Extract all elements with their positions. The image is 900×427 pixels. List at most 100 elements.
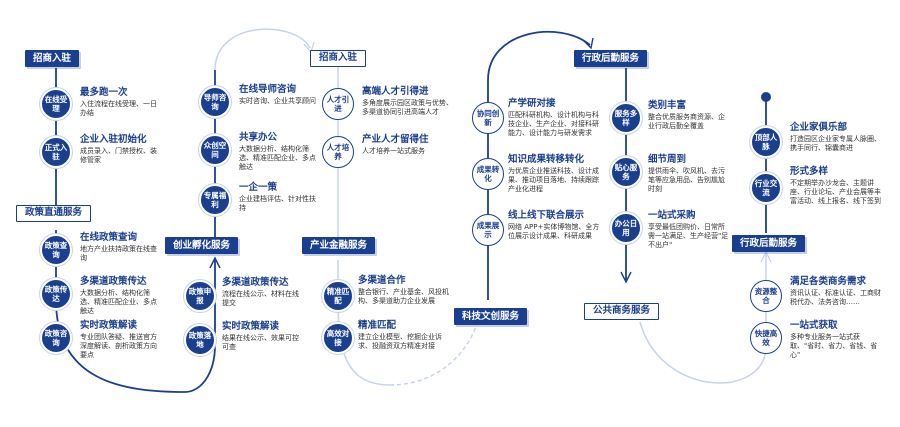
item-desc: 为优质企业推送科技、设计成果、推动项目落地、持续跟踪产业化进程 [508, 167, 599, 193]
item-init: 企业入驻初始化 成员录入、门禁授权、装修管家 [80, 134, 162, 165]
item-title: 形式多样 [790, 166, 829, 177]
node-exclusive-benefit: 专属福利 [199, 184, 231, 216]
item-title: 精准匹配 [358, 320, 397, 331]
item-desc: 企业建档评估、针对性扶持 [239, 195, 316, 212]
node-co-innovate: 协同创新 [472, 102, 504, 134]
item-title: 一站式获取 [790, 320, 838, 331]
item-desc: 多角度展示园区政策与优势、多渠道协同引进高端人才 [362, 99, 453, 116]
item-desc: 大数据分析、结构化筛选、精准匹配企业、多点触达 [239, 145, 316, 171]
item-talent-stay: 产业人才留得住 人才培养一站式服务 [362, 134, 454, 156]
item-once: 最多跑一次 入住流程在线受理、一日办结 [80, 87, 162, 118]
node-talent-train: 人才培养 [322, 136, 354, 168]
item-shared-office: 共享办公 大数据分析、结构化筛选、精准匹配企业、多点触达 [239, 132, 321, 172]
node-industry-exchange: 行业交流 [750, 172, 782, 204]
item-title: 多渠道政策传达 [222, 277, 289, 288]
node-precise-match: 精准匹配 [322, 280, 354, 312]
item-knowledge-transfer: 知识成果转移转化 为优质企业推送科技、设计成果、推动项目落地、持续跟踪产业化进程 [508, 154, 600, 194]
start-dot [761, 92, 771, 102]
item-title: 企业家俱乐部 [790, 122, 848, 133]
item-title: 实时政策解读 [222, 321, 280, 332]
node-online-accept: 在线受理 [40, 88, 72, 120]
item-detail: 细节周到 提供雨伞、吹风机、去污笔等应急用品、告别尴尬时刻 [648, 154, 730, 194]
item-one-policy: 一企一策 企业建档评估、针对性扶持 [239, 182, 321, 213]
item-desc: 网络 APP+实体博物馆、全方位展示设计成果、科研成果 [508, 223, 600, 240]
item-desc: 结果在线公示、效果可控可查 [222, 334, 299, 351]
item-title: 产业人才留得住 [362, 134, 429, 145]
item-desc: 资讯认证、标准认证、工商财税代办、法务咨询…… [790, 289, 881, 306]
item-policy-interpret: 实时政策解读 专业团队答疑、推送官方深度解读、剖析政策方向要点 [80, 320, 162, 360]
item-title: 最多跑一次 [80, 87, 128, 98]
stage-tag-xingzheng-2: 行政后勤服务 [732, 235, 806, 252]
stage-tag-zhengce: 政策直通服务 [16, 205, 92, 222]
item-multi-coop: 多渠道合作 整合银行、产业基金、风投机构、多渠道助力企业发展 [358, 275, 450, 306]
item-desc: 地方产业扶持政策在线查询 [80, 245, 157, 262]
item-title: 高端人才引得进 [362, 86, 429, 97]
stage-tag-xingzheng-1: 行政后勤服务 [574, 50, 648, 67]
item-iur: 产学研对接 匹配科研机构、设计机构与科技企业、生产企业、对接科研能力、设计能力与… [508, 98, 600, 138]
item-precise-match: 精准匹配 建立企业模型、挖掘企业诉求、投融资双方精准对接 [358, 320, 450, 351]
item-business-needs: 满足各类商务需求 资讯认证、标准认证、工商财税代办、法务咨询…… [790, 276, 882, 307]
item-apply: 多渠道政策传达 流程在线公示、材料在线提交 [222, 277, 304, 308]
node-result-show: 成果展示 [472, 214, 504, 246]
node-resource-integrate: 资源整合 [750, 280, 782, 312]
item-desc: 匹配科研机构、设计机构与科技企业、生产企业、对接科研能力、设计能力与研发需求 [508, 111, 599, 137]
node-efficient-dock: 高效对接 [322, 322, 354, 354]
stage-tag-gonggong: 公共商务服务 [584, 303, 660, 320]
node-diverse-service: 服务多样 [610, 102, 642, 134]
item-desc: 成员录入、门禁授权、装修管家 [80, 147, 157, 164]
item-desc: 提供雨伞、吹风机、去污笔等应急用品、告别尴尬时刻 [648, 167, 725, 193]
item-title: 在线政策查询 [80, 232, 138, 243]
item-desc: 入住流程在线受理、一日办结 [80, 100, 157, 117]
item-policy-convey: 多渠道政策传达 大数据分析、结构化筛选、精准匹配企业、多点触达 [80, 276, 162, 316]
node-talent-intro: 人才引进 [322, 88, 354, 120]
item-title: 多渠道政策传达 [80, 276, 147, 287]
stage-tag-chuangye: 创业孵化服务 [165, 237, 239, 254]
item-desc: 实时咨询、企业共享顾问 [239, 97, 316, 105]
node-result-transfer: 成果转化 [472, 158, 504, 190]
node-formal-settle: 正式入驻 [40, 136, 72, 168]
item-desc: 整合银行、产业基金、风投机构、多渠道助力企业发展 [358, 288, 449, 305]
item-title: 企业入驻初始化 [80, 134, 147, 145]
item-talent-intro: 高端人才引得进 多角度展示园区政策与优势、多渠道协同引进高端人才 [362, 86, 454, 117]
node-policy-apply: 政策申报 [184, 280, 216, 312]
node-caring-service: 贴心服务 [610, 156, 642, 188]
node-policy-query: 政策查询 [40, 234, 72, 266]
item-one-stop-get: 一站式获取 多种专业服务一站式获取、"省时、省力、省钱、省心" [790, 320, 882, 360]
stage-tag-keji: 科技文创服务 [454, 308, 528, 325]
node-policy-consult: 政策咨询 [40, 322, 72, 354]
node-mentor-consult: 导师咨询 [199, 86, 231, 118]
item-title: 在线导师咨询 [239, 84, 297, 95]
item-title: 一站式采购 [648, 210, 696, 221]
item-desc: 享受最低团购价、日常所需一站满足、生产经营"足不出户" [648, 223, 729, 249]
item-title: 多渠道合作 [358, 275, 406, 286]
item-title: 线上线下联合展示 [508, 210, 585, 221]
item-desc: 专业团队答疑、推送官方深度解读、剖析政策方向要点 [80, 333, 157, 359]
node-fast-efficient: 快捷高效 [750, 322, 782, 354]
item-one-stop-purchase: 一站式采购 享受最低团购价、日常所需一站满足、生产经营"足不出户" [648, 210, 730, 250]
item-desc: 打造园区企业家专属人脉圈、携手同行、锦囊商进 [790, 135, 881, 152]
stage-tag-zhaoshang-1: 招商入驻 [25, 50, 80, 67]
item-desc: 大数据分析、结构化筛选、精准匹配企业、多点触达 [80, 289, 157, 315]
item-policy-query: 在线政策查询 地方产业扶持政策在线查询 [80, 232, 162, 263]
item-desc: 整合优质服务商资源、企业行政后勤全覆盖 [648, 113, 725, 130]
node-top-network: 顶部人脉 [750, 126, 782, 158]
stage-tag-zhaoshang-2: 招商入驻 [310, 50, 367, 67]
item-desc: 建立企业模型、挖掘企业诉求、投融资双方精准对接 [358, 333, 442, 350]
item-joint-show: 线上线下联合展示 网络 APP+实体博物馆、全方位展示设计成果、科研成果 [508, 210, 600, 241]
item-desc: 多种专业服务一站式获取、"省时、省力、省钱、省心" [790, 333, 878, 359]
item-land: 实时政策解读 结果在线公示、效果可控可查 [222, 321, 304, 352]
item-title: 一企一策 [239, 182, 278, 193]
item-mentor: 在线导师咨询 实时咨询、企业共享顾问 [239, 84, 321, 106]
item-rich-category: 类别丰富 整合优质服务商资源、企业行政后勤全覆盖 [648, 100, 730, 131]
item-title: 细节周到 [648, 154, 687, 165]
item-desc: 人才培养一站式服务 [362, 147, 425, 155]
item-title: 实时政策解读 [80, 320, 138, 331]
node-policy-land: 政策落地 [184, 324, 216, 356]
node-office-daily: 办公日用 [610, 212, 642, 244]
node-maker-space: 众创空间 [199, 134, 231, 166]
item-entrepreneur-club: 企业家俱乐部 打造园区企业家专属人脉圈、携手同行、锦囊商进 [790, 122, 882, 153]
item-title: 产学研对接 [508, 98, 556, 109]
item-title: 类别丰富 [648, 100, 687, 111]
item-diverse-form: 形式多样 不定期举办沙龙会、主题讲座、行业论坛、产业会展等丰富活动、线上报名、线… [790, 166, 882, 206]
